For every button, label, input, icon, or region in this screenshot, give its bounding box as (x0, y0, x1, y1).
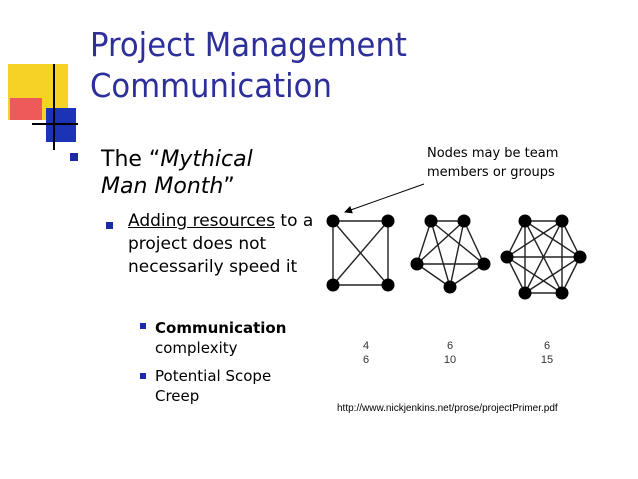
bullet-marker-level3 (140, 373, 146, 379)
graph-3-link-count: 15 (540, 354, 554, 366)
g2-link-6 (430, 220, 451, 288)
g1-node-0 (326, 214, 340, 228)
communication-bold: Communication (155, 319, 287, 337)
g3-link-13 (506, 256, 563, 294)
graph-1-link-count: 6 (362, 354, 370, 366)
bullet-scope-creep: Potential Scope Creep (155, 367, 272, 405)
g2-node-4 (410, 257, 424, 271)
adding-resources-underlined: Adding resources (128, 211, 275, 231)
g2-link-7 (449, 220, 465, 288)
g3-link-9 (561, 256, 581, 294)
g2-link-4 (416, 220, 432, 265)
man-month-italic: Man Month (101, 174, 224, 199)
g1-node-2 (381, 278, 395, 292)
graph-2-link-count: 10 (443, 354, 457, 366)
slide-title: Project Management Communication (90, 24, 407, 106)
g2-node-2 (477, 257, 491, 271)
graph-4-nodes (326, 214, 395, 292)
decorative-red-square (10, 98, 42, 120)
graph-1-counts: 4 6 (356, 339, 376, 367)
g3-link-5 (561, 220, 581, 258)
g3-node-5 (500, 250, 514, 264)
g2-node-0 (424, 214, 438, 228)
graph-6-nodes-10-links (410, 214, 491, 294)
g3-node-2 (573, 250, 587, 264)
g2-link-8 (416, 220, 465, 265)
bullet-mythical-man-month: The “Mythical Man Month” (101, 147, 253, 199)
graph-3-node-count: 6 (543, 340, 551, 352)
g3-link-4 (506, 220, 526, 258)
g2-node-1 (457, 214, 471, 228)
g2-link-3 (416, 263, 451, 288)
title-line-2: Communication (90, 66, 332, 105)
adding-resources-rest: to a project does not necessarily speed … (128, 211, 314, 277)
complexity-text: complexity (155, 339, 238, 357)
g3-link-10 (524, 256, 581, 294)
g2-node-3 (443, 280, 457, 294)
mythical-italic: Mythical (160, 147, 253, 172)
g3-node-0 (518, 214, 532, 228)
g3-node-4 (518, 286, 532, 300)
g2-link-1 (463, 220, 485, 265)
g3-node-1 (555, 214, 569, 228)
g2-link-2 (449, 263, 485, 288)
bullet-communication-complexity: Communication complexity (155, 318, 315, 358)
bullet-marker-level1 (70, 153, 78, 161)
bullet-marker-level2 (106, 222, 113, 229)
graph-3-counts: 6 15 (537, 339, 557, 367)
graph-2-node-count: 6 (446, 340, 454, 352)
g3-node-3 (555, 286, 569, 300)
g1-link-4 (332, 220, 389, 286)
title-line-1: Project Management (90, 25, 407, 64)
g3-link-14 (506, 256, 526, 294)
decorative-blue-square (46, 108, 76, 142)
graph-1-node-count: 4 (362, 340, 370, 352)
callout-arrow (344, 183, 425, 214)
g2-link-5 (430, 220, 485, 265)
g3-link-8 (506, 220, 563, 258)
decorative-vertical-line (53, 64, 55, 150)
bullet-marker-level3 (140, 323, 146, 329)
nodes-callout: Nodes may be team members or groups (427, 146, 559, 180)
g1-node-1 (381, 214, 395, 228)
source-url: http://www.nickjenkins.net/prose/project… (337, 403, 558, 414)
g1-node-3 (326, 278, 340, 292)
decorative-horizontal-line (32, 123, 78, 125)
graph-6-nodes-15-links (500, 214, 587, 300)
graph-2-counts: 6 10 (440, 339, 460, 367)
bullet-adding-resources: Adding resources to a project does not n… (128, 210, 318, 279)
